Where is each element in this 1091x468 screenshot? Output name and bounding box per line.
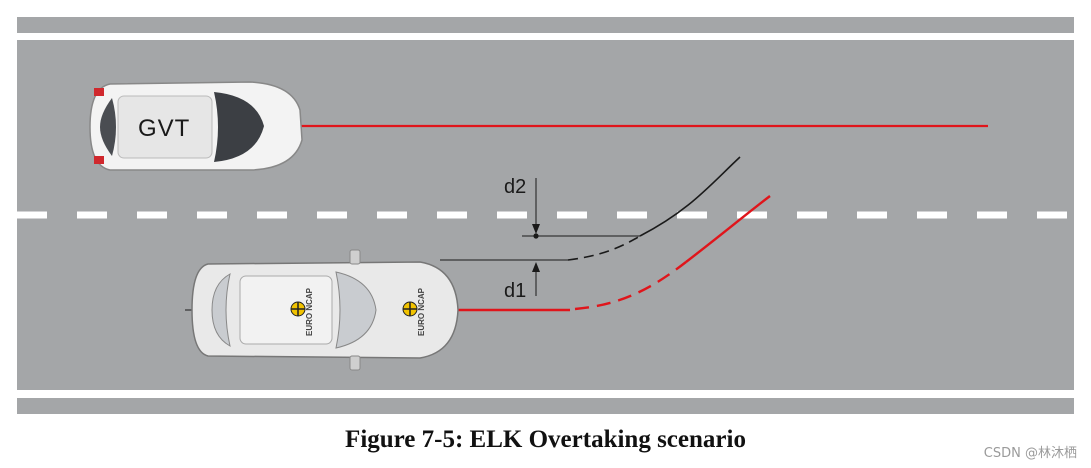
roof-target-icon	[290, 301, 306, 317]
euro-ncap-hood-logo: EURO NCAP	[417, 287, 426, 336]
watermark: CSDN @林沐栖	[983, 446, 1077, 461]
euro-ncap-roof-logo: EURO NCAP	[305, 287, 314, 336]
figure-caption: Figure 7-5: ELK Overtaking scenario	[345, 426, 746, 453]
d1-label: d1	[504, 280, 526, 302]
road	[17, 17, 1074, 414]
vut-car: EURO NCAP EURO NCAP	[191, 249, 459, 371]
elk-scenario-diagram: GVT d2 d1 EURO NC	[17, 17, 1074, 414]
gvt-car-roof	[117, 95, 213, 159]
vut-path-solid	[685, 195, 771, 263]
vut-car-rear-window	[211, 273, 231, 347]
gvt-car-rear-window	[100, 98, 116, 156]
gvt-car: GVT	[89, 81, 303, 171]
road-top-edge-line	[17, 33, 1074, 40]
d2-target-path-solid	[639, 156, 741, 237]
gvt-label: GVT	[138, 115, 190, 142]
d1-arrowhead	[532, 262, 540, 272]
dimension-lines: d2 d1	[185, 176, 640, 311]
gvt-car-tail-light-bottom	[94, 156, 104, 164]
d2-target-path-dashed	[567, 235, 641, 261]
d2-reference-dot	[533, 233, 539, 239]
vut-car-roof	[239, 275, 333, 345]
vut-car-left-mirror	[349, 249, 361, 265]
road-bottom-edge-line	[17, 390, 1074, 398]
d2-arrowhead	[532, 224, 540, 234]
road-top-shoulder	[17, 17, 1074, 33]
d2-label: d2	[504, 176, 526, 198]
road-bottom-shoulder	[17, 398, 1074, 414]
vut-car-windshield	[335, 271, 377, 349]
hood-target-icon	[402, 301, 418, 317]
gvt-car-tail-light-top	[94, 88, 104, 96]
gvt-car-windshield	[214, 92, 264, 162]
vut-car-right-mirror	[349, 355, 361, 371]
